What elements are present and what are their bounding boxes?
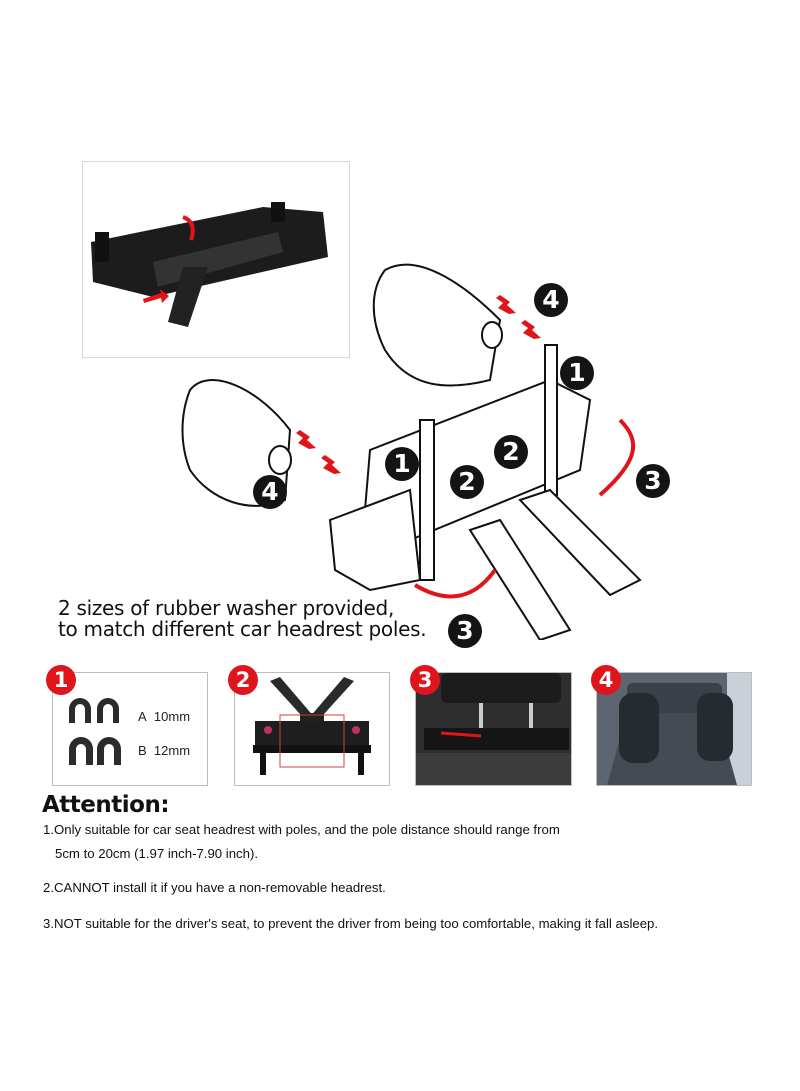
attention-item-2: 2.CANNOT install it if you have a non-re… <box>43 880 386 895</box>
washer-caption: 2 sizes of rubber washer provided, to ma… <box>58 596 427 641</box>
caption-line-1: 2 sizes of rubber washer provided, <box>58 596 395 620</box>
step-2-badge: 2 <box>228 665 258 695</box>
callout-1-left: 1 <box>385 447 419 481</box>
washer-b-label: B 12mm <box>138 743 191 758</box>
attention-item-1-line-2: 5cm to 20cm (1.97 inch-7.90 inch). <box>55 846 259 861</box>
headrest-wings-photo <box>597 673 751 785</box>
caption-line-2: to match different car headrest poles. <box>58 617 427 641</box>
step-3-card <box>415 672 572 786</box>
callout-3-right: 3 <box>636 464 670 498</box>
installation-diagram <box>181 263 642 640</box>
callout-2-left: 2 <box>450 465 484 499</box>
step-1-badge: 1 <box>46 665 76 695</box>
step-1-card: A 10mm B 12mm <box>52 672 208 786</box>
callout-4-left: 4 <box>253 475 287 509</box>
step-3-badge: 3 <box>410 665 440 695</box>
attention-title: Attention: <box>42 792 170 818</box>
step-4-badge: 4 <box>591 665 621 695</box>
callout-4-top: 4 <box>534 283 568 317</box>
holder-top-view-illustration <box>253 677 371 775</box>
attention-item-3: 3.NOT suitable for the driver's seat, to… <box>43 916 659 931</box>
callout-1-right: 1 <box>560 356 594 390</box>
inset-product-photo <box>82 161 350 358</box>
callout-2-right: 2 <box>494 435 528 469</box>
washer-icons <box>69 698 121 765</box>
step-2-card <box>234 672 390 786</box>
installed-photo <box>416 673 571 785</box>
washer-a-label: A 10mm <box>138 709 191 724</box>
step-4-card <box>596 672 752 786</box>
callout-3-bottom: 3 <box>448 614 482 648</box>
attention-item-1-line-1: 1.Only suitable for car seat headrest wi… <box>43 822 560 837</box>
holder-folded-illustration <box>91 202 328 327</box>
